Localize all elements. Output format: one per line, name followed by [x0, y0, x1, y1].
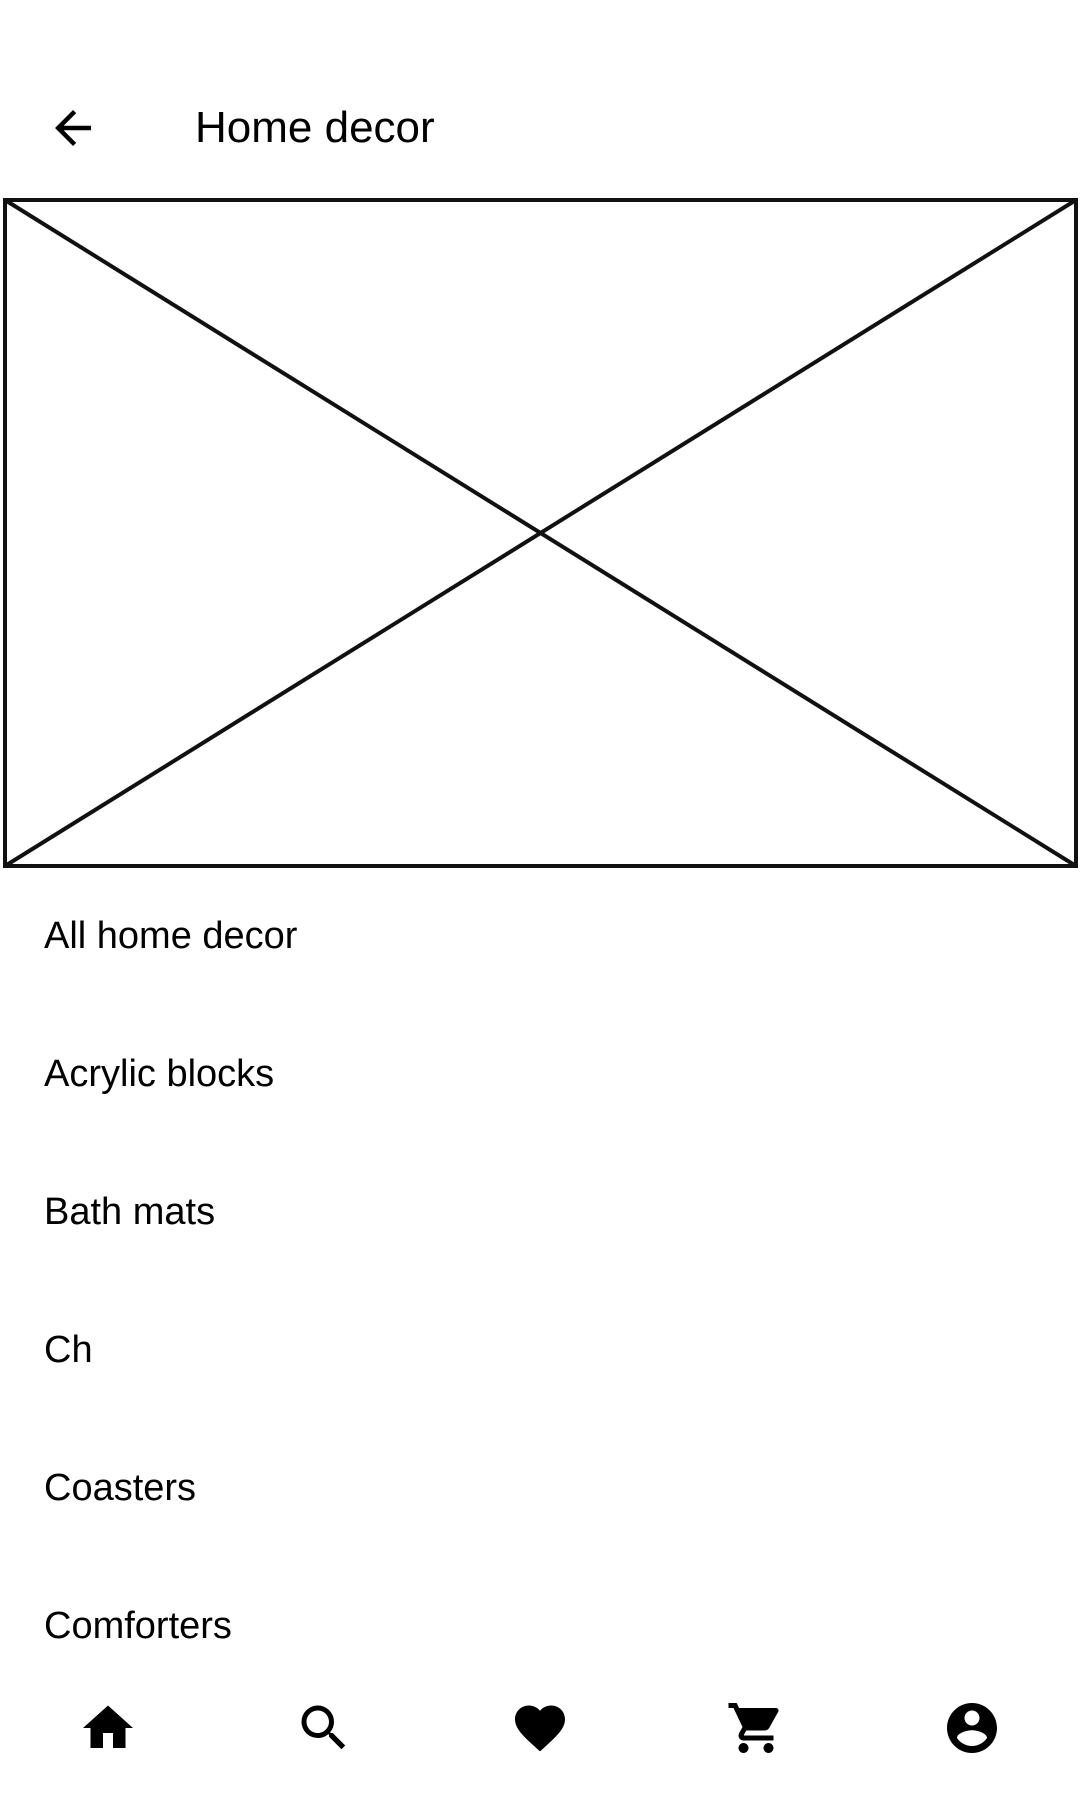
page-title: Home decor [195, 103, 435, 152]
nav-home-button[interactable] [58, 1680, 158, 1780]
category-item-bath-mats[interactable]: Bath mats [0, 1144, 1080, 1282]
back-button[interactable] [38, 95, 108, 165]
cart-icon [726, 1698, 786, 1763]
account-icon [942, 1698, 1002, 1763]
category-label: Bath mats [44, 1191, 216, 1233]
nav-cart-button[interactable] [706, 1680, 806, 1780]
search-icon [294, 1698, 354, 1763]
category-item-acrylic-blocks[interactable]: Acrylic blocks [0, 1006, 1080, 1144]
arrow-back-icon [46, 101, 100, 160]
home-icon [78, 1698, 138, 1763]
nav-account-button[interactable] [922, 1680, 1022, 1780]
category-label: Coasters [44, 1467, 197, 1509]
bottom-navigation [0, 1680, 1080, 1780]
category-list: All home decor Acrylic blocks Bath mats … [0, 868, 1080, 1696]
category-label: Comforters [44, 1605, 232, 1647]
category-label: Acrylic blocks [44, 1053, 275, 1095]
category-item-comforters[interactable]: Comforters [0, 1558, 1080, 1696]
heart-icon [510, 1698, 570, 1763]
category-label: Ch [44, 1329, 93, 1371]
nav-search-button[interactable] [274, 1680, 374, 1780]
category-label: All home decor [44, 915, 298, 957]
app-bar: Home decor [0, 0, 1080, 200]
category-item-coasters[interactable]: Coasters [0, 1420, 1080, 1558]
category-item-all-home-decor[interactable]: All home decor [0, 868, 1080, 1006]
nav-favorites-button[interactable] [490, 1680, 590, 1780]
category-item-ch[interactable]: Ch [0, 1282, 1080, 1420]
hero-image-placeholder [3, 198, 1078, 868]
